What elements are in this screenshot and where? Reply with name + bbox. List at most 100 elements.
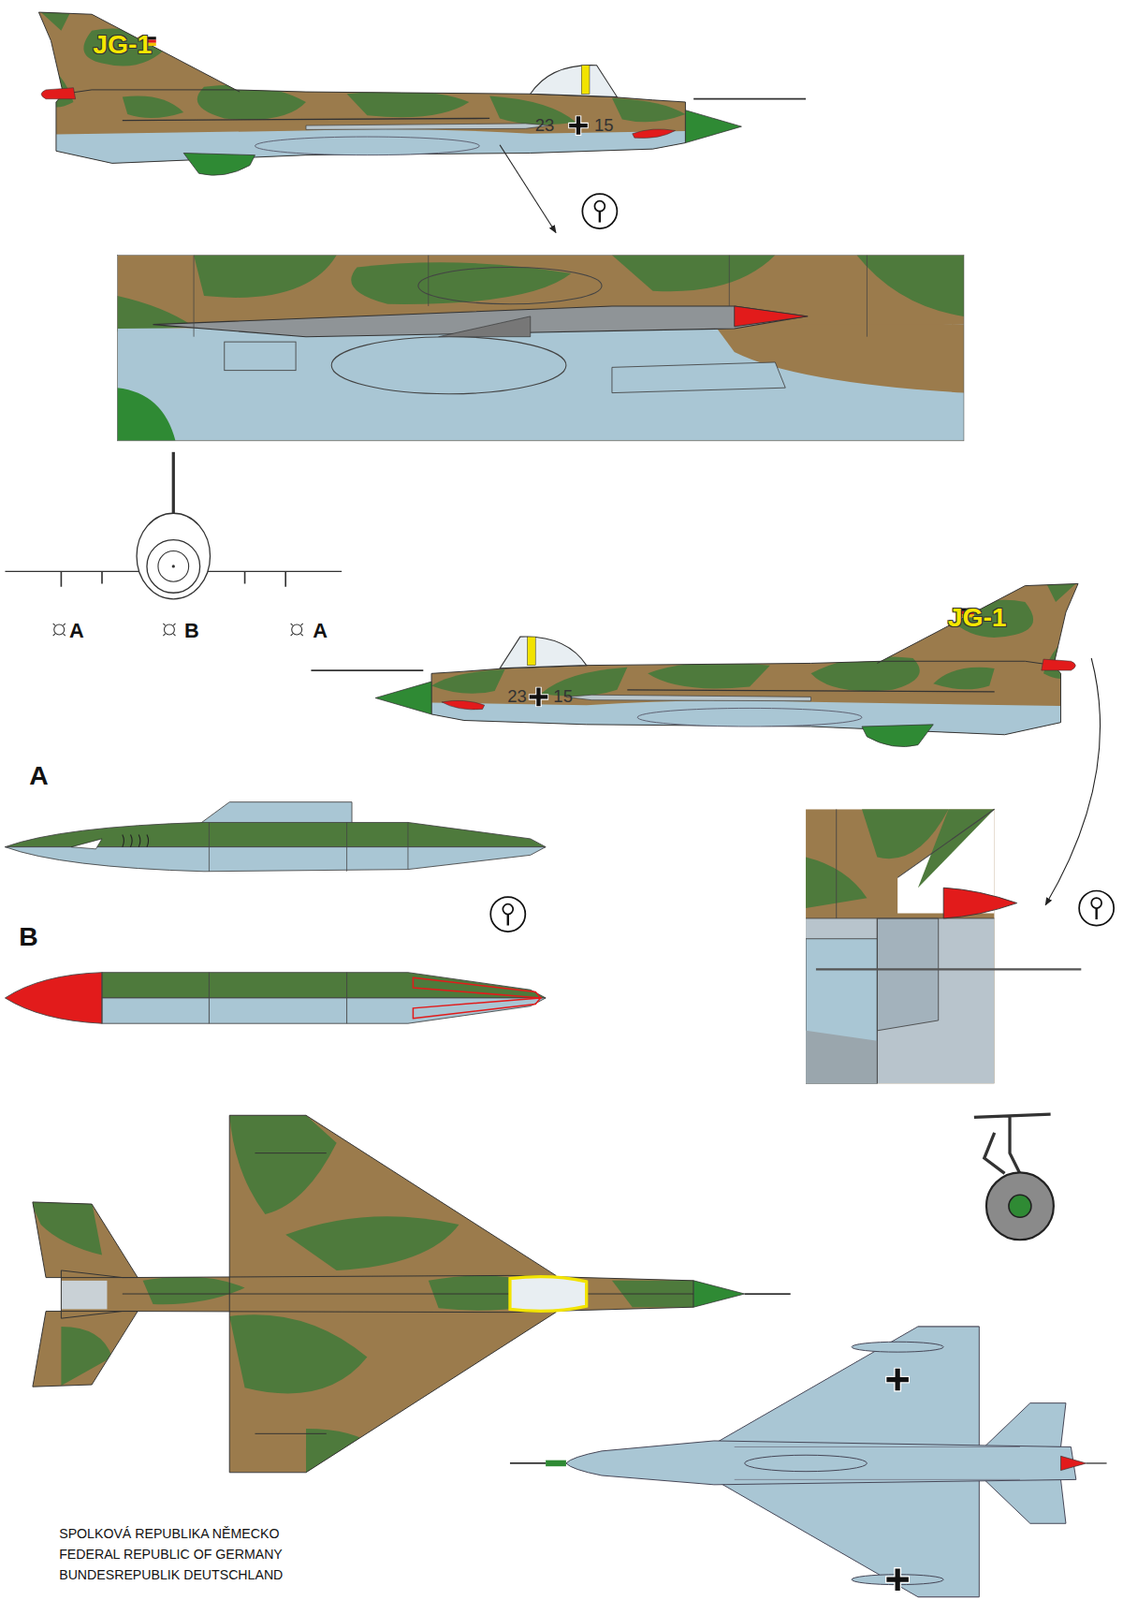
aircraft-number: 23 <box>535 116 555 135</box>
top-view-part-part <box>60 1269 694 1318</box>
bottom-view-part <box>885 1366 910 1391</box>
detail-enlargement-part <box>438 316 531 337</box>
tank-letter: B <box>18 921 38 951</box>
detail-enlargement-part <box>331 336 567 394</box>
drop-tank-b-part <box>4 972 103 1023</box>
detail-enlargement-part <box>193 254 867 336</box>
station-letter: A <box>312 619 328 642</box>
top-view-part-part <box>285 1215 459 1270</box>
detail-enlargement <box>805 808 995 1083</box>
detail-enlargement-part <box>418 267 602 305</box>
top-view-part-part <box>229 1313 367 1393</box>
leader-arrow-part <box>499 145 556 234</box>
unit-code: JG-1 <box>947 602 1007 632</box>
aircraft-number: 23 <box>507 686 527 706</box>
drop-tank-b <box>4 972 546 1023</box>
bottom-view-part-part <box>984 1478 1066 1523</box>
tail-light <box>943 887 1017 919</box>
top-view-part-part <box>32 1201 138 1278</box>
detail-enlargement-part <box>116 324 964 441</box>
detail-enlargement-part <box>116 254 964 440</box>
detail-enlargement-part <box>876 918 938 1031</box>
front-view-part <box>53 623 304 636</box>
detail-enlargement-part <box>805 1030 877 1084</box>
top-view-part-part <box>60 1280 107 1310</box>
top-view-part-part <box>60 1326 112 1386</box>
drop-tank-a-part <box>4 846 546 872</box>
country-caption: FEDERAL REPUBLIC OF GERMANY <box>58 1546 283 1562</box>
drop-tank-a-part <box>208 821 409 871</box>
bottom-view <box>510 1326 1108 1597</box>
top-view-part <box>32 1114 694 1472</box>
detail-enlargement-part <box>152 306 806 337</box>
unit-code: JG-1 <box>92 29 152 59</box>
detail-frame <box>116 254 964 440</box>
drop-tank-b-part <box>4 972 103 998</box>
top-view-part-part <box>32 1311 138 1387</box>
bottom-view-part-part <box>566 1440 1077 1485</box>
side-profile-second <box>310 570 1117 755</box>
top-view-part <box>510 1276 587 1312</box>
leader-arrow <box>1045 657 1100 905</box>
side-profile-second-part <box>310 570 1117 755</box>
leader-arrow-part <box>1045 657 1100 905</box>
country-caption: SPOLKOVÁ REPUBLIKA NĚMECKO <box>58 1526 279 1542</box>
country-caption: BUNDESREPUBLIK DEUTSCHLAND <box>58 1567 283 1583</box>
detail-enlargement-part <box>612 254 775 292</box>
detail-enlargement-part <box>857 254 964 316</box>
fin-edge <box>897 808 995 877</box>
detail-enlargement-part <box>734 306 808 327</box>
drop-tank-a-part <box>122 834 149 847</box>
top-view-part <box>744 1292 791 1295</box>
magnifier-symbol-part <box>1079 890 1114 926</box>
bottom-view-part-part <box>851 1341 944 1352</box>
top-view-part-part <box>30 1201 103 1255</box>
detail-enlargement-part <box>350 262 571 305</box>
detail-enlargement-part <box>805 938 877 1084</box>
detail-enlargement-part <box>805 808 995 1083</box>
landing-gear-part <box>986 1171 1054 1240</box>
bottom-view-part <box>566 1326 1077 1597</box>
tank-letter: A <box>29 760 48 790</box>
detail-enlargement-part <box>224 341 296 371</box>
front-view-part-part <box>291 624 303 635</box>
top-view-part <box>0 1101 735 1489</box>
front-view-part <box>146 539 201 594</box>
detail-enlargement-part <box>193 254 337 297</box>
drop-tank-b-part <box>412 977 540 1019</box>
bottom-view-part <box>1086 1461 1108 1463</box>
detail-enlargement-part <box>805 808 995 1083</box>
pitot-rod <box>816 967 1081 970</box>
bottom-view-part-part <box>984 1402 1066 1447</box>
bottom-view-part <box>1061 1455 1087 1470</box>
detail-enlargement <box>116 254 964 440</box>
front-view-part <box>136 512 210 599</box>
top-view-part-part <box>0 1101 735 1489</box>
front-view-part <box>158 551 190 583</box>
magnifier-symbol-part <box>582 193 617 229</box>
front-view-part <box>172 564 176 568</box>
detail-enlargement-part <box>612 362 786 394</box>
front-view-part-part <box>53 623 66 636</box>
top-view-part-part <box>306 1428 388 1474</box>
front-view <box>4 452 342 636</box>
top-view <box>0 1101 791 1489</box>
front-view-part-part <box>163 624 175 635</box>
bottom-view-part <box>885 1566 910 1591</box>
side-profile-top-part <box>0 0 806 184</box>
detail-enlargement-part <box>116 387 176 441</box>
drop-tank-a <box>4 802 546 872</box>
top-view-part <box>693 1280 744 1307</box>
front-view-part-part <box>291 623 304 636</box>
station-letter: B <box>184 619 200 642</box>
leader-arrow <box>499 145 556 234</box>
side-profile-top <box>0 0 806 184</box>
drop-tank-a-part <box>199 802 352 825</box>
bottom-view-part <box>545 1459 567 1467</box>
front-view-part-part <box>162 623 176 636</box>
front-view-part-part <box>54 624 65 635</box>
top-view-part-part <box>122 1152 694 1434</box>
